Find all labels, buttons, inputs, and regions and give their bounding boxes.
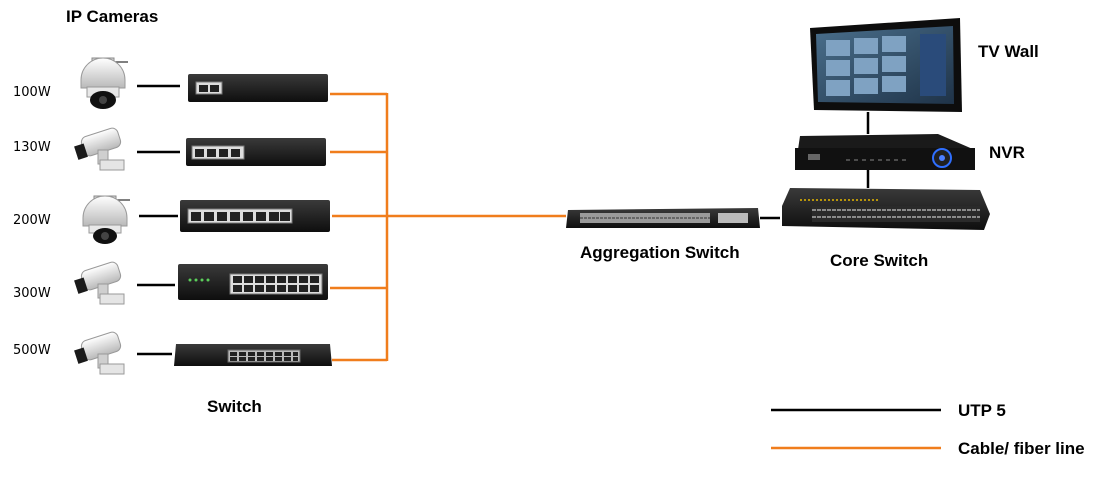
aggregation-switch	[566, 208, 760, 228]
camera-5	[74, 331, 125, 375]
aggregation-switch-label: Aggregation Switch	[580, 243, 740, 262]
core-switch-label: Core Switch	[830, 251, 929, 270]
tv-wall-label: TV Wall	[978, 42, 1039, 61]
camera-watt-label-4: 300W	[13, 286, 51, 301]
legend-fiber-label: Cable/ fiber line	[958, 439, 1085, 458]
camera-watt-label-1: 100W	[13, 85, 51, 100]
camera-4	[74, 261, 125, 305]
access-switch-2	[186, 138, 326, 166]
camera-3	[82, 195, 130, 244]
legend-utp-label: UTP 5	[958, 401, 1006, 420]
camera-watt-label-2: 130W	[13, 140, 51, 155]
access-switch-4	[178, 264, 328, 300]
camera-1	[80, 57, 128, 109]
utp-lines	[137, 84, 870, 356]
camera-watt-label-5: 500W	[13, 343, 51, 358]
access-switch-5	[174, 344, 332, 366]
core-switch	[782, 188, 990, 230]
camera-2	[74, 127, 125, 171]
camera-watt-label-3: 200W	[13, 213, 51, 228]
tv-wall-monitor	[810, 18, 962, 112]
access-switch-1	[188, 74, 328, 102]
switch-label: Switch	[207, 397, 262, 416]
nvr-device	[795, 134, 975, 170]
access-switch-3	[180, 200, 330, 232]
nvr-label: NVR	[989, 143, 1025, 162]
fiber-lines	[330, 92, 566, 362]
diagram-title: IP Cameras	[66, 7, 159, 26]
